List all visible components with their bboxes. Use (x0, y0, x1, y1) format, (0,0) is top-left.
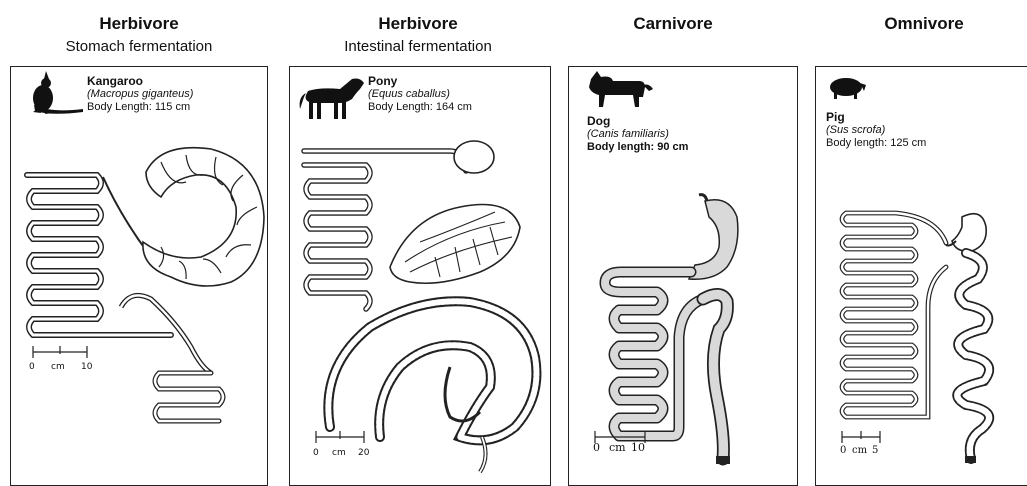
heading-subtitle: Stomach fermentation (14, 37, 264, 57)
scale-end: 10 (81, 362, 93, 372)
panel-pig: 0 cm 5 Pig (Sus scrofa) Body length: 125… (815, 66, 1027, 486)
scale-start: 0 (840, 445, 846, 456)
stomach (143, 148, 264, 286)
panel-label: Dog (Canis familiaris) Body length: 90 c… (587, 115, 688, 154)
scale-unit: cm (852, 445, 868, 456)
stomach (689, 200, 738, 280)
heading-title: Carnivore (548, 14, 798, 34)
stomach (952, 214, 986, 252)
large-colon (390, 205, 520, 284)
small-intestine (842, 213, 946, 417)
kangaroo-tract-diagram: 0 cm 10 (11, 67, 269, 473)
panel-label: Pig (Sus scrofa) Body length: 125 cm (826, 111, 926, 150)
panel-pony: 0 cm 20 Pony (Equus caballus) Body Lengt… (289, 66, 551, 486)
small-intestine (605, 272, 703, 436)
pig-icon (830, 78, 866, 99)
heading-pig-column: Omnivore (799, 14, 1027, 34)
scale-bar: 0 cm 5 (840, 431, 880, 456)
stomach (454, 141, 494, 173)
panel-kangaroo: 0 cm 10 Kangaroo (Macropus giganteus) Bo… (10, 66, 268, 486)
body-length: Body length: 90 cm (587, 141, 688, 154)
animal-name: Kangaroo (87, 75, 193, 88)
scale-unit: cm (332, 448, 346, 458)
panel-label: Kangaroo (Macropus giganteus) Body Lengt… (87, 75, 193, 114)
scale-start: 0 (593, 441, 600, 454)
pony-tract-diagram: 0 cm 20 (290, 67, 552, 473)
body-length: Body Length: 164 cm (368, 101, 472, 114)
heading-kangaroo-column: Herbivore Stomach fermentation (14, 14, 264, 57)
scale-end: 20 (358, 448, 370, 458)
heading-title: Herbivore (14, 14, 264, 34)
panel-label: Pony (Equus caballus) Body Length: 164 c… (368, 75, 472, 114)
body-length: Body Length: 115 cm (87, 101, 193, 114)
scale-unit: cm (51, 362, 65, 372)
scale-start: 0 (313, 448, 319, 458)
scale-bar: 0 cm 10 (29, 346, 93, 372)
body-length: Body length: 125 cm (826, 137, 926, 150)
kangaroo-icon (33, 71, 83, 114)
scale-bar: 0 cm 20 (313, 431, 370, 458)
heading-title: Herbivore (293, 14, 543, 34)
scientific-name: (Macropus giganteus) (87, 88, 193, 101)
scale-unit: cm (609, 441, 626, 454)
heading-dog-column: Carnivore (548, 14, 798, 34)
animal-name: Pony (368, 75, 472, 88)
cecum (328, 301, 536, 440)
scientific-name: (Equus caballus) (368, 88, 472, 101)
scale-start: 0 (29, 362, 35, 372)
pony-icon (300, 79, 364, 120)
heading-subtitle: Intestinal fermentation (293, 37, 543, 57)
colon-coil (155, 373, 223, 421)
heading-title: Omnivore (799, 14, 1027, 34)
heading-pony-column: Herbivore Intestinal fermentation (293, 14, 543, 57)
scientific-name: (Canis familiaris) (587, 128, 688, 141)
panel-dog: 0 cm 10 Dog (Canis familiaris) Body leng… (568, 66, 798, 486)
animal-name: Dog (587, 115, 688, 128)
scientific-name: (Sus scrofa) (826, 124, 926, 137)
animal-name: Pig (826, 111, 926, 124)
dog-icon (589, 71, 653, 107)
scale-end: 10 (631, 441, 645, 454)
scale-end: 5 (872, 445, 878, 456)
